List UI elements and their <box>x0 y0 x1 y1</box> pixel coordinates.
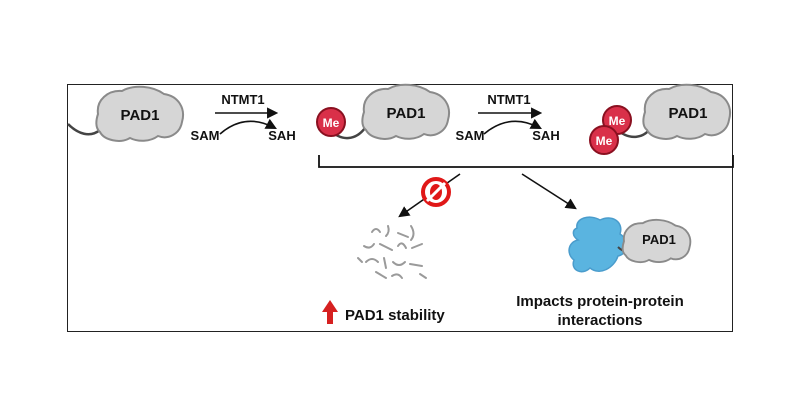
methylated-forms-bracket <box>318 155 734 168</box>
protein-pad1-dimethylated: PAD1 Me Me <box>589 83 732 155</box>
enzyme-label: NTMT1 <box>487 92 530 107</box>
interaction-arrow <box>521 173 577 210</box>
cofactor-arrow <box>219 118 277 135</box>
methyl-group-icon <box>589 125 619 155</box>
methyl-label: Me <box>323 116 340 130</box>
stability-outcome: PAD1 stability <box>322 300 445 324</box>
methyl-label: Me <box>609 114 626 128</box>
binding-partner-icon <box>568 216 628 273</box>
stability-label: PAD1 stability <box>345 307 445 324</box>
enzyme-label: NTMT1 <box>221 92 264 107</box>
interaction-label-line1: Impacts protein-protein <box>516 293 684 310</box>
degraded-fragments-icon <box>357 225 427 279</box>
cofactor-sam-label: SAM <box>456 128 485 143</box>
protein-label: PAD1 <box>642 232 676 247</box>
protein-complex: PAD1 <box>568 216 692 273</box>
protein-label: PAD1 <box>669 105 708 122</box>
reaction-1: NTMT1 SAM SAH <box>191 92 296 143</box>
protein-label: PAD1 <box>387 105 426 122</box>
interaction-label-line2: interactions <box>557 312 642 329</box>
prohibited-proteasome-icon <box>421 177 451 207</box>
protein-label: PAD1 <box>121 107 160 124</box>
methyl-group-icon <box>316 107 346 137</box>
reaction-2: NTMT1 SAM SAH <box>456 92 560 143</box>
up-arrow-icon <box>322 300 338 324</box>
protein-pad1-monomethylated: PAD1 Me <box>316 83 451 140</box>
cofactor-sah-label: SAH <box>532 128 559 143</box>
cofactor-arrow <box>483 118 542 135</box>
methyl-label: Me <box>596 134 613 148</box>
protein-pad1-unmethylated: PAD1 <box>67 85 185 142</box>
cofactor-sah-label: SAH <box>268 128 295 143</box>
cofactor-sam-label: SAM <box>191 128 220 143</box>
